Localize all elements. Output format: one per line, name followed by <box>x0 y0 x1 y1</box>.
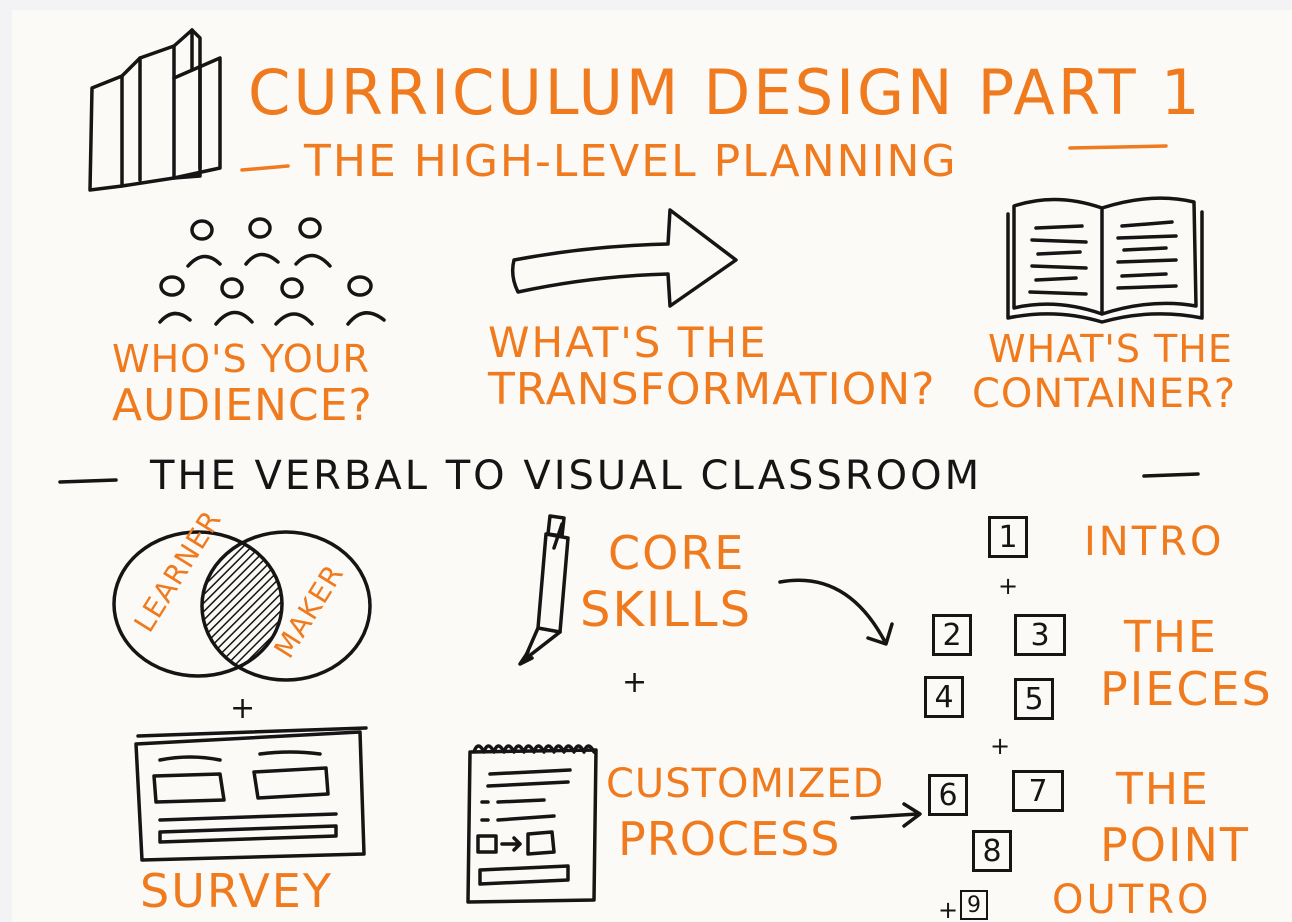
process-arrow-icon <box>850 802 922 828</box>
intro-label: INTRO <box>1084 519 1225 565</box>
box-4: 4 <box>924 676 964 718</box>
open-book-icon <box>1006 196 1204 324</box>
survey-label: SURVEY <box>140 864 333 918</box>
section-dash-right <box>1142 472 1200 478</box>
plus-sign-3: + <box>938 896 959 922</box>
transformation-question-line2: TRANSFORMATION? <box>488 364 936 415</box>
audience-question-line2: AUDIENCE? <box>112 380 373 431</box>
notepad-icon <box>466 744 598 904</box>
transformation-question-line1: WHAT'S THE <box>488 318 768 367</box>
box-3: 3 <box>1014 614 1066 656</box>
section-dash-left <box>58 478 118 484</box>
plus-sign-venn: + <box>230 691 256 726</box>
subtitle-dash-right <box>1068 144 1168 150</box>
transformation-arrow-icon <box>510 208 738 308</box>
box-2: 2 <box>932 614 972 656</box>
audience-question-line1: WHO'S YOUR <box>112 337 370 381</box>
pieces-label-line1: THE <box>1124 612 1218 663</box>
whiteboard: CURRICULUM DESIGN PART 1 THE HIGH-LEVEL … <box>12 10 1292 922</box>
container-question-line2: CONTAINER? <box>972 371 1237 417</box>
customized-process-line2: PROCESS <box>618 812 841 866</box>
plus-sign-1: + <box>998 572 1019 600</box>
container-question-line1: WHAT'S THE <box>988 327 1233 371</box>
point-label-line1: THE <box>1116 764 1210 815</box>
core-skills-arrow-icon <box>778 578 894 646</box>
box-6: 6 <box>928 774 968 816</box>
page-title: CURRICULUM DESIGN PART 1 <box>248 56 1203 129</box>
venn-diagram <box>112 530 372 682</box>
core-skills-line1: CORE <box>608 526 746 580</box>
pieces-label-line2: PIECES <box>1100 662 1273 716</box>
box-7: 7 <box>1012 770 1064 812</box>
box-9: 9 <box>960 890 988 920</box>
box-8: 8 <box>972 830 1012 872</box>
audience-icon <box>158 217 386 326</box>
page-subtitle: THE HIGH-LEVEL PLANNING <box>304 136 958 187</box>
core-skills-line2: SKILLS <box>580 582 753 638</box>
section-title: THE VERBAL TO VISUAL CLASSROOM <box>150 453 983 499</box>
subtitle-dash-left <box>240 164 290 172</box>
survey-form-icon <box>134 726 368 862</box>
customized-process-line1: CUSTOMIZED <box>606 761 885 807</box>
plus-sign-pen: + <box>622 665 648 700</box>
outro-label: OUTRO <box>1052 877 1212 922</box>
books-icon <box>88 28 222 192</box>
point-label-line2: POINT <box>1100 818 1251 872</box>
box-5: 5 <box>1014 678 1054 720</box>
plus-sign-2: + <box>990 732 1011 760</box>
box-1: 1 <box>988 516 1028 558</box>
pen-icon <box>518 514 570 666</box>
